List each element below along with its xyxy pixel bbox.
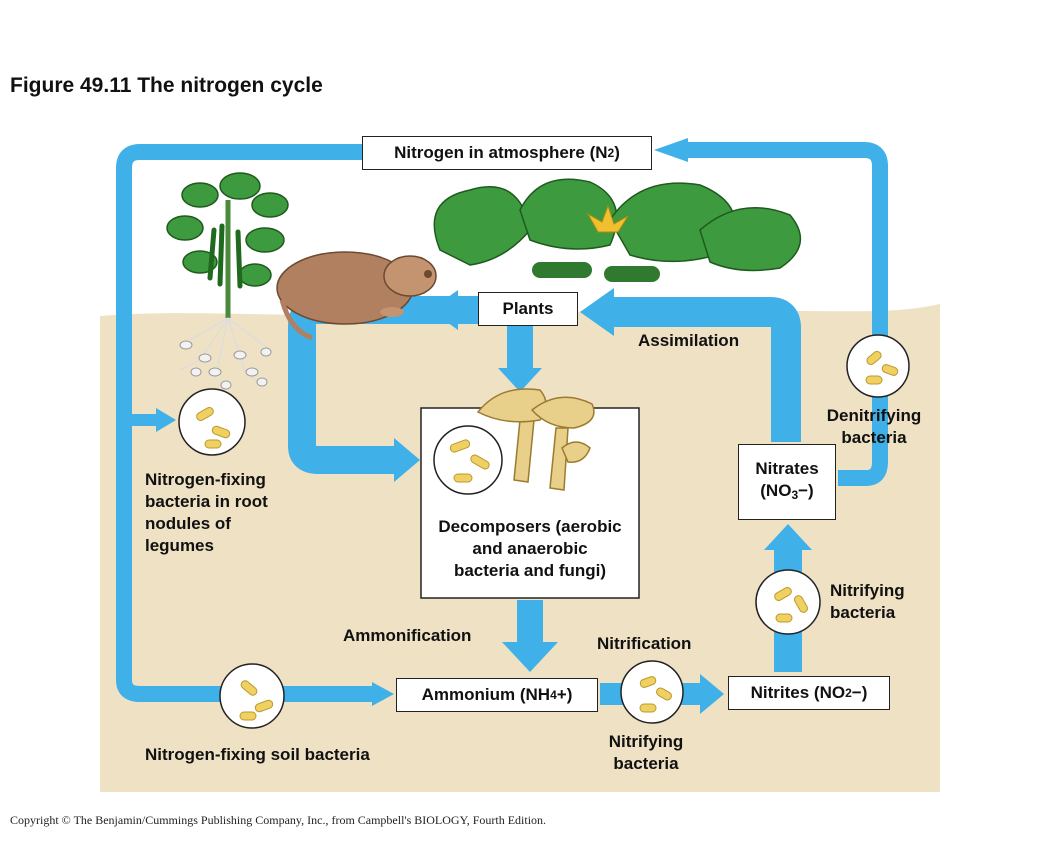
mushroom-icon <box>476 388 595 491</box>
nitrifying-right-line2: bacteria <box>830 603 896 622</box>
arrowhead-assimilation <box>580 288 614 336</box>
nitrates-line1: Nitrates <box>755 459 819 478</box>
assimilation-label: Assimilation <box>638 331 740 350</box>
nitrifying-right-label: Nitrifying bacteria <box>830 580 905 624</box>
legume-plant-icon <box>166 172 289 390</box>
root-bacteria-line4: legumes <box>145 536 214 555</box>
nitrites-label: Nitrites (NO <box>750 683 846 702</box>
atmosphere-tail: ) <box>614 143 620 162</box>
arrowhead-to-atmosphere <box>654 138 688 162</box>
arrow-denitrification-loop <box>686 142 888 486</box>
arrowhead-ammonification <box>502 642 558 672</box>
nitrifying-right-line1: Nitrifying <box>830 581 905 600</box>
copyright-notice: Copyright © The Benjamin/Cummings Publis… <box>10 813 547 827</box>
root-bacteria-line1: Nitrogen-fixing <box>145 470 266 489</box>
nitrates-box: Nitrates (NO3−) <box>738 444 836 520</box>
nitrification-label: Nitrification <box>597 634 692 653</box>
decomposers-label: Decomposers (aerobic and anaerobic bacte… <box>421 516 639 582</box>
denitrifying-label: Denitrifying bacteria <box>814 405 934 449</box>
decomposers-line2: and anaerobic <box>472 539 588 558</box>
ammonium-sub: 4 <box>550 688 557 702</box>
nitrifying-bottom-line1: Nitrifying <box>608 732 684 751</box>
mole-icon <box>276 251 437 341</box>
root-bacteria-label: Nitrogen-fixing bacteria in root nodules… <box>145 469 268 557</box>
denitrifying-line1: Denitrifying <box>826 406 922 425</box>
figure-title: Figure 49.11 The nitrogen cycle <box>10 74 323 97</box>
nitrifying-bottom-label: Nitrifying bacteria <box>590 731 702 775</box>
ammonification-label: Ammonification <box>343 626 472 645</box>
squash-plant-icon <box>433 178 802 282</box>
decomposers-line1: Decomposers (aerobic <box>438 517 622 536</box>
root-bacteria-line2: bacteria in root <box>145 492 268 511</box>
arrowhead-to-ammonium <box>372 682 394 706</box>
atmosphere-sub: 2 <box>607 146 615 160</box>
ammonium-label: Ammonium (NH <box>421 685 551 704</box>
soil-bacteria-label: Nitrogen-fixing soil bacteria <box>145 745 370 764</box>
nitrates-line2a: (NO <box>760 481 792 500</box>
root-bacteria-line3: nodules of <box>145 514 231 533</box>
arrow-atmosphere-left-loop <box>116 144 372 702</box>
nitrifying-bottom-line2: bacteria <box>613 754 679 773</box>
arrowhead-to-decomposers-center <box>498 368 542 392</box>
ammonium-tail: +) <box>556 685 573 704</box>
arrowhead-to-root-bacteria <box>156 408 176 432</box>
nitrates-line2b: −) <box>798 481 814 500</box>
denitrifying-line2: bacteria <box>841 428 907 447</box>
plants-label: Plants <box>502 299 554 318</box>
nitrites-tail: −) <box>851 683 868 702</box>
plants-box: Plants <box>478 292 578 326</box>
decomposers-line3: bacteria and fungi) <box>453 561 607 580</box>
nitrites-sub: 2 <box>845 686 852 700</box>
arrow-assimilation <box>612 297 801 442</box>
nitrates-sub: 3 <box>791 488 799 502</box>
arrowhead-to-decomposers-left <box>394 438 420 482</box>
arrowhead-nitrification <box>700 674 724 714</box>
arrowhead-to-plants-left <box>430 290 458 330</box>
arrowhead-to-nitrates <box>764 524 812 550</box>
atmosphere-label: Nitrogen in atmosphere (N <box>394 143 608 162</box>
